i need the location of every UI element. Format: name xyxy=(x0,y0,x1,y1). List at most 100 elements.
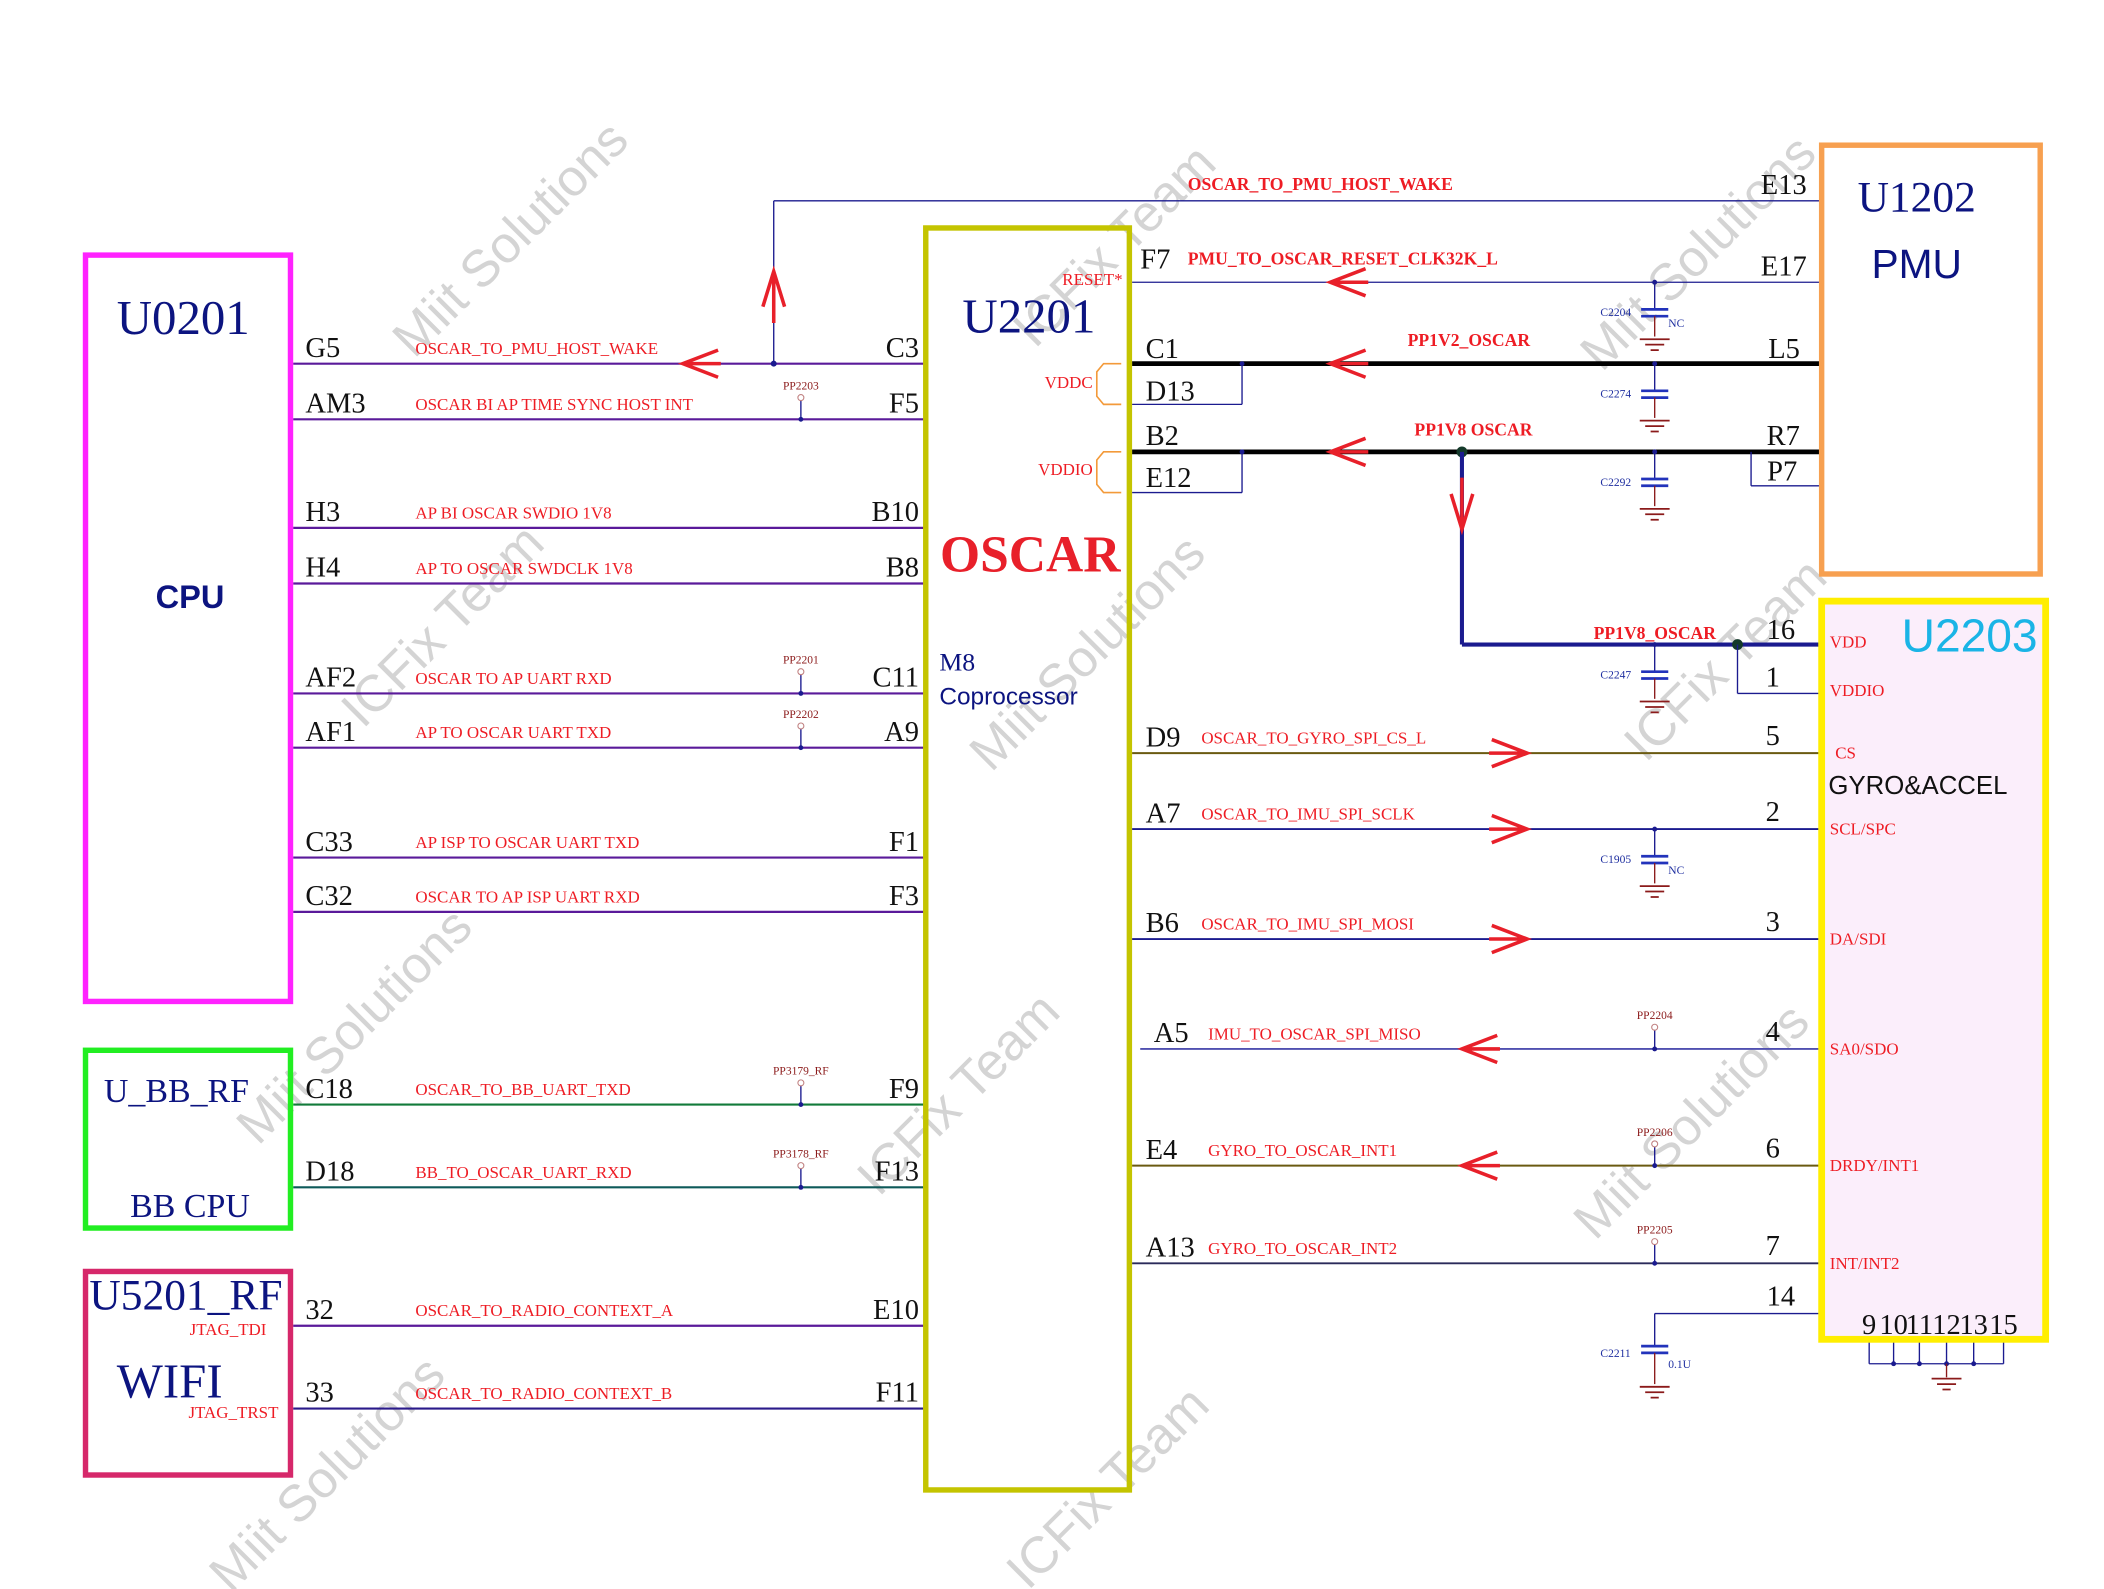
testpoint-icon xyxy=(797,394,805,402)
net-label: OSCAR BI AP TIME SYNC HOST INT xyxy=(415,395,693,414)
net-label: OSCAR TO AP ISP UART RXD xyxy=(415,887,639,906)
oscar-sublabel: M8 xyxy=(939,647,975,676)
net-label: PP1V8_OSCAR xyxy=(1594,623,1717,643)
watermark-text: Miit Solutions xyxy=(1562,991,1820,1249)
arrow-left-icon xyxy=(1325,436,1369,468)
testpoint-label: PP2205 xyxy=(1637,1224,1673,1236)
net-label: OSCAR_TO_IMU_SPI_SCLK xyxy=(1201,805,1415,824)
ground-icon xyxy=(1931,1377,1962,1391)
arrow-down-icon xyxy=(1449,477,1475,536)
wire-layer xyxy=(293,200,2005,1410)
net-label: BB_TO_OSCAR_UART_RXD xyxy=(415,1163,631,1182)
testpoint-label: PP2204 xyxy=(1637,1010,1673,1022)
oscar-sublabel: Coprocessor xyxy=(939,683,1077,710)
oscar-pin-label: F1 xyxy=(889,827,919,858)
testpoint-icon xyxy=(1651,1023,1659,1031)
vddc-label: VDDC xyxy=(1045,373,1093,392)
cpu-label: CPU xyxy=(156,579,225,615)
watermark-text: Miit Solutions xyxy=(225,896,483,1154)
capacitor-label: C2204 xyxy=(1600,307,1631,319)
pmu-label: PMU xyxy=(1871,241,1961,287)
source-pin-label: 32 xyxy=(305,1295,334,1326)
vddc-brace-icon xyxy=(1095,362,1122,406)
arrow-left-icon xyxy=(1325,267,1369,298)
wifi-box xyxy=(82,1268,294,1478)
junction-dot xyxy=(1652,361,1658,367)
oscar-pin-label: F9 xyxy=(889,1074,919,1105)
junction-dot xyxy=(798,690,804,696)
bb-label: BB CPU xyxy=(130,1188,250,1225)
net-label: OSCAR_TO_BB_UART_TXD xyxy=(415,1080,630,1099)
capacitor-note: NC xyxy=(1668,865,1684,877)
imu-ground-pin-label: 13 xyxy=(1959,1310,1988,1341)
imu-pin-function: VDDIO xyxy=(1830,681,1885,700)
arrow-right-icon xyxy=(1489,813,1533,845)
imu-label: GYRO&ACCEL xyxy=(1828,772,2007,800)
oscar-pin-label: A13 xyxy=(1146,1233,1195,1264)
source-pin-label: AM3 xyxy=(305,389,365,420)
source-pin-label: 33 xyxy=(305,1378,334,1409)
source-pin-label: C32 xyxy=(305,881,353,912)
junction-dot xyxy=(1652,279,1658,285)
imu-pin-label: 4 xyxy=(1766,1017,1780,1048)
oscar-pin-label: E4 xyxy=(1146,1135,1178,1166)
ground-icon xyxy=(1639,338,1670,351)
testpoint-label: PP3179_RF xyxy=(773,1066,829,1078)
pmu-ref-label: U1202 xyxy=(1858,174,1976,222)
oscar-pin-label: A7 xyxy=(1146,798,1181,829)
imu-pin-label: 16 xyxy=(1767,615,1796,646)
oscar-pin-label: B6 xyxy=(1146,908,1179,939)
net-label: IMU_TO_OSCAR_SPI_MISO xyxy=(1208,1024,1421,1043)
imu-ground-pin-label: 15 xyxy=(1989,1310,2018,1341)
watermark-text: ICFix Team xyxy=(330,513,555,738)
pmu-pin-label: E13 xyxy=(1761,170,1807,201)
component-layer xyxy=(82,142,2050,1493)
wifi-label: WIFI xyxy=(117,1354,223,1409)
ground-icon xyxy=(1639,700,1670,714)
junction-dot xyxy=(1652,1260,1658,1266)
net-label: OSCAR_TO_IMU_SPI_MOSI xyxy=(1201,915,1414,934)
arrow-left-icon xyxy=(1457,1150,1500,1181)
source-pin-label: D18 xyxy=(305,1157,354,1188)
source-pin-label: AF2 xyxy=(305,663,356,694)
imu-ground-pin-label: 11 xyxy=(1906,1310,1933,1341)
imu-pin-label: 7 xyxy=(1766,1231,1780,1262)
junction-dot xyxy=(1652,449,1658,455)
imu-pin-label: 5 xyxy=(1766,721,1780,752)
net-label: OSCAR_TO_GYRO_SPI_CS_L xyxy=(1201,729,1426,748)
reset-pin-label: RESET* xyxy=(1062,270,1122,289)
oscar-pin-label: C11 xyxy=(873,663,919,694)
testpoint-label: PP2203 xyxy=(783,380,819,392)
source-pin-label: H4 xyxy=(305,553,340,584)
oscar-pin-label: B8 xyxy=(886,553,919,584)
junction-dot xyxy=(1239,449,1245,455)
junction-dot xyxy=(1652,1046,1658,1052)
arrow-up-icon xyxy=(761,265,787,323)
imu-pin-function: SA0/SDO xyxy=(1830,1039,1899,1058)
net-label: PP1V8 OSCAR xyxy=(1414,420,1532,440)
imu-pin-function: DA/SDI xyxy=(1830,929,1887,948)
wifi-pin-note: JTAG_TDI xyxy=(190,1320,267,1339)
source-pin-label: C33 xyxy=(305,827,353,858)
pmu-pin-label: R7 xyxy=(1767,421,1800,452)
capacitor-note: NC xyxy=(1668,318,1684,330)
testpoint-label: PP2201 xyxy=(783,655,819,667)
oscar-box xyxy=(923,225,1133,1493)
testpoint-icon xyxy=(797,1079,805,1087)
junction-dot xyxy=(798,1184,804,1190)
bb-ref-label: U_BB_RF xyxy=(104,1073,249,1110)
arrow-right-icon xyxy=(1489,923,1533,955)
source-pin-label: AF1 xyxy=(305,717,356,748)
source-pin-label: H3 xyxy=(305,497,340,528)
wifi-ref-label: U5201_RF xyxy=(89,1271,282,1319)
junction-dot xyxy=(798,1102,804,1108)
pmu-pin-label: L5 xyxy=(1768,334,1800,365)
watermark-text: ICFix Team xyxy=(995,1374,1220,1589)
capacitor-label: C2292 xyxy=(1600,477,1631,489)
junction-dot xyxy=(1652,642,1658,647)
imu-pin-function: INT/INT2 xyxy=(1830,1254,1900,1273)
oscar-ref-label: U2201 xyxy=(962,288,1095,343)
imu-pin-label: 6 xyxy=(1766,1133,1780,1164)
